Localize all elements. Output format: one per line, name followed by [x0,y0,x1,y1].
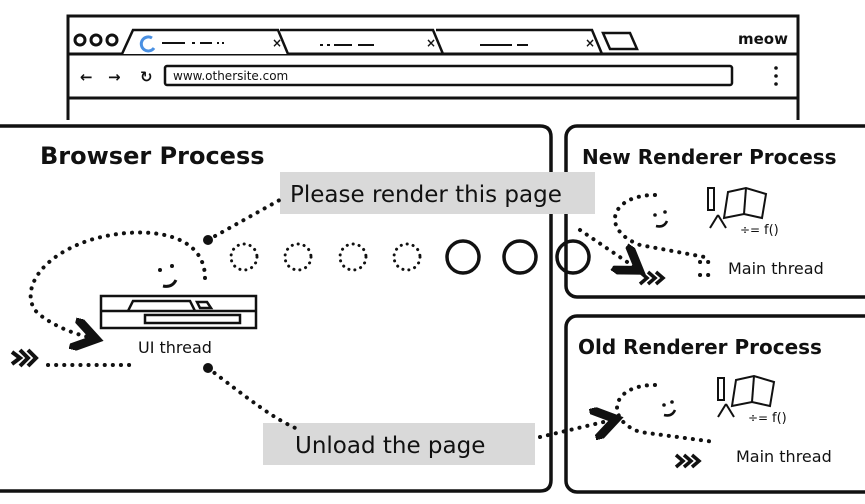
tab-active[interactable]: × [120,28,290,55]
svg-text:÷=: ÷= [748,411,768,425]
address-bar-url: www.othersite.com [173,69,288,83]
old-renderer-title: Old Renderer Process [578,335,822,359]
render-message: Please render this page [290,182,562,208]
svg-text:÷=: ÷= [740,223,760,237]
main-thread-face-icon [662,400,677,417]
message-origin-dot [203,363,213,373]
thread-chevrons-icon [638,270,666,286]
book-tools-icon: ÷= f() [717,374,787,426]
thread-chevrons-icon [10,348,39,368]
book-tools-icon: ÷= f() [707,186,779,238]
new-main-thread-label: Main thread [728,259,824,278]
close-tab-icon[interactable]: × [272,36,282,50]
thread-chevrons-icon [674,453,702,469]
menu-icon[interactable] [774,66,778,86]
address-bar[interactable] [163,64,734,87]
render-message-box [280,172,595,214]
reload-icon[interactable]: ↻ [140,68,153,86]
message-ipc-circles [229,239,591,275]
tab[interactable]: × [280,28,445,55]
forward-icon[interactable]: → [108,68,121,86]
new-renderer-title: New Renderer Process [582,145,837,169]
unload-message: Unload the page [295,433,485,459]
ui-thread-label: UI thread [138,338,212,357]
new-tab-button[interactable] [601,31,639,51]
window-controls-icon [73,33,119,47]
svg-text:f(): f() [772,411,787,426]
brand-label: meow [738,30,788,48]
browser-window-mock: × × × meow ← → ↻ www.othersite.com [66,14,800,120]
old-renderer-process-box [564,314,865,494]
main-thread-face-icon [653,210,669,228]
old-main-thread-label: Main thread [736,447,832,466]
ui-thread-loop [28,193,717,444]
close-tab-icon[interactable]: × [426,36,436,50]
browser-process-box [0,124,553,493]
ui-thread-face-icon [158,264,178,288]
svg-text:f(): f() [764,223,779,238]
loading-spinner-icon [139,35,156,53]
back-icon[interactable]: ← [80,68,93,86]
tab[interactable]: × [436,28,604,55]
message-origin-dot [203,235,213,245]
browser-process-title: Browser Process [40,142,265,170]
close-tab-icon[interactable]: × [585,36,595,50]
unload-message-box [263,423,535,465]
mini-browser-icon [99,294,258,330]
